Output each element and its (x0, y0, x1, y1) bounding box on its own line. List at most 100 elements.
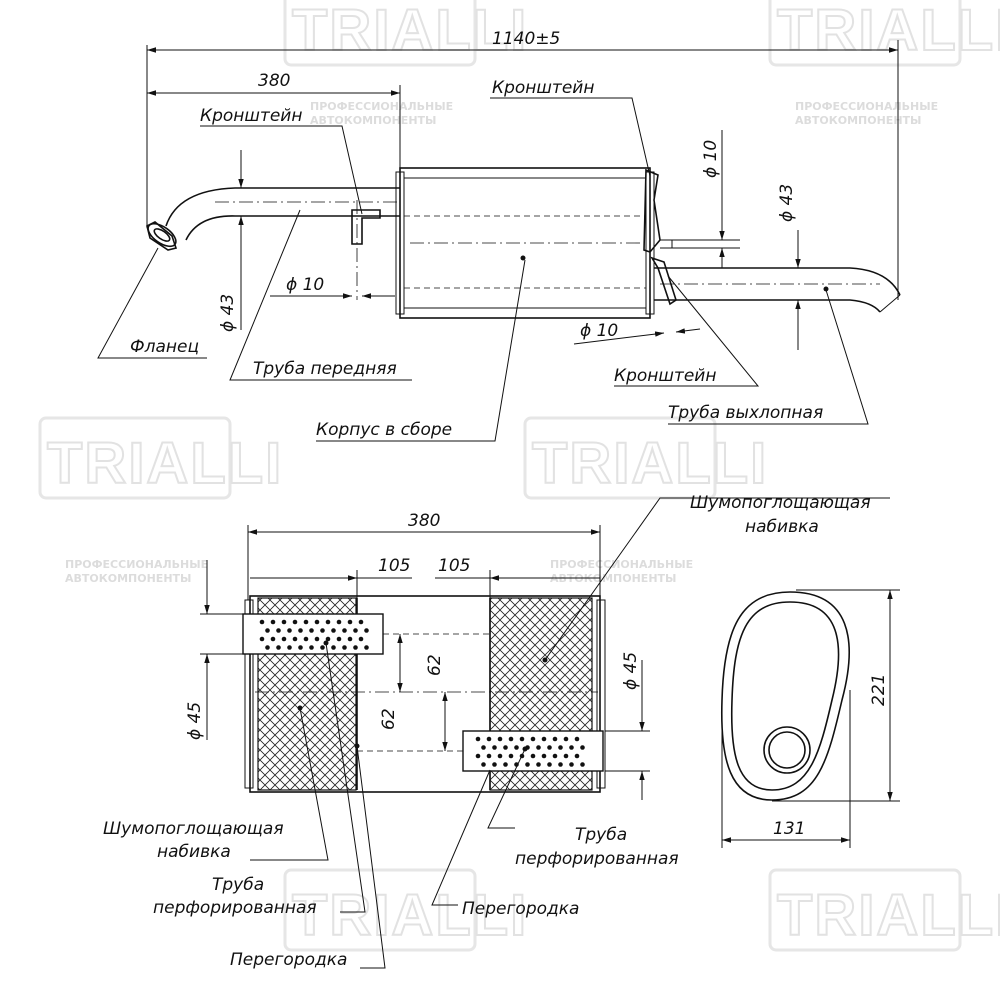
perforation-hole (563, 736, 569, 742)
watermark-logo: TRIALLI (523, 416, 768, 500)
perforation-hole (309, 628, 314, 633)
top-view: 1140±5 380 (97, 29, 901, 442)
front-pipe-diameter-dim: ϕ 43 (218, 294, 238, 332)
section-length-dim: 380 (408, 511, 440, 531)
outlet-pipe-diameter-dim: ϕ 45 (621, 652, 641, 690)
label-packing-top-right-1: Шумопоглощающая (690, 493, 871, 513)
perforation-hole (292, 619, 298, 625)
label-baffle-left: Перегородка (230, 950, 347, 970)
perforation-hole (259, 619, 265, 625)
label-perforated-left-2: перфорированная (153, 898, 317, 918)
perforation-hole (569, 745, 574, 750)
label-body-assembly: Корпус в сборе (316, 420, 452, 440)
perforation-hole (530, 736, 536, 742)
perforation-hole (281, 636, 287, 642)
svg-text:TRIALLI: TRIALLI (532, 431, 768, 496)
inlet-pipe-diameter-dim: ϕ 45 (185, 702, 205, 740)
perforation-hole (325, 619, 331, 625)
watermark-tagline: ПРОФЕССИОНАЛЬНЫЕ АВТОКОМПОНЕНТЫ ПРОФЕССИ… (65, 100, 938, 585)
svg-text:TRIALLI: TRIALLI (292, 883, 528, 948)
watermark-logo: TRIALLI (283, 868, 528, 952)
rear-bracket-bottom (650, 256, 677, 306)
perforation-hole (320, 628, 325, 633)
label-bracket-rear-bottom: Кронштейн (614, 366, 716, 386)
perforation-hole (552, 736, 558, 742)
perforation-hole (536, 762, 541, 767)
label-perforated-right-2: перфорированная (515, 849, 679, 869)
perforation-hole (486, 736, 492, 742)
perforation-hole (497, 736, 503, 742)
rear-bracket-top-diameter-dim: ϕ 10 (701, 140, 721, 178)
perforation-hole (353, 628, 358, 633)
perforation-hole (558, 762, 563, 767)
perforation-hole (353, 645, 358, 650)
perforation-hole (547, 745, 552, 750)
perforation-hole (287, 645, 292, 650)
label-flange: Фланец (130, 337, 199, 357)
watermark-logo: TRIALLI (283, 0, 527, 67)
perforation-hole (336, 619, 342, 625)
perforation-hole (292, 636, 298, 642)
perforation-hole (298, 628, 303, 633)
perforation-hole (270, 636, 276, 642)
end-height-dim: 221 (869, 674, 889, 706)
perforation-hole (503, 762, 508, 767)
label-front-pipe: Труба передняя (253, 359, 397, 379)
perforated-pipe-right (462, 730, 604, 772)
watermark-logo: TRIALLI (38, 416, 283, 500)
perforation-hole (276, 628, 281, 633)
end-view: 221 131 (720, 589, 900, 848)
perforation-hole (265, 628, 270, 633)
perforation-hole (358, 636, 364, 642)
svg-text:ПРОФЕССИОНАЛЬНЫЕ: ПРОФЕССИОНАЛЬНЫЕ (550, 558, 693, 571)
perforation-hole (331, 645, 336, 650)
svg-text:ПРОФЕССИОНАЛЬНЫЕ: ПРОФЕССИОНАЛЬНЫЕ (795, 100, 938, 113)
lower-offset-dim: 62 (379, 708, 399, 730)
svg-text:TRIALLI: TRIALLI (777, 883, 1000, 948)
perforation-hole (558, 745, 563, 750)
front-bracket-diameter-dim: ϕ 10 (286, 275, 324, 295)
section-view: 380 105 105 (103, 493, 890, 970)
perforation-hole (364, 628, 369, 633)
perforation-hole (580, 762, 585, 767)
outlet-offset-dim: 105 (438, 556, 470, 576)
perforation-hole (320, 645, 325, 650)
svg-text:АВТОКОМПОНЕНТЫ: АВТОКОМПОНЕНТЫ (310, 114, 436, 127)
end-width-dim: 131 (773, 819, 805, 839)
muffler-body (395, 167, 655, 319)
watermark-logo: TRIALLI (768, 0, 1000, 67)
overall-length-dim: 1140±5 (492, 29, 560, 49)
perforation-hole (342, 628, 347, 633)
label-baffle-right: Перегородка (462, 899, 579, 919)
perforation-hole (475, 753, 481, 759)
label-perforated-right-1: Труба (575, 825, 627, 845)
perforation-hole (569, 762, 574, 767)
perforation-hole (519, 736, 525, 742)
perforation-hole (270, 619, 276, 625)
perforation-hole (364, 645, 369, 650)
front-bracket (351, 200, 381, 300)
perforation-hole (530, 753, 536, 759)
exhaust-pipe (654, 267, 901, 313)
perforation-hole (525, 762, 530, 767)
perforation-hole (336, 636, 342, 642)
perforation-hole (276, 645, 281, 650)
perforation-hole (514, 745, 519, 750)
svg-text:TRIALLI: TRIALLI (777, 0, 1000, 63)
perforation-hole (574, 736, 580, 742)
label-packing-left-2: набивка (157, 842, 231, 862)
svg-text:ПРОФЕССИОНАЛЬНЫЕ: ПРОФЕССИОНАЛЬНЫЕ (65, 558, 208, 571)
perforation-hole (347, 619, 353, 625)
svg-text:TRIALLI: TRIALLI (47, 431, 283, 496)
perforation-hole (303, 619, 309, 625)
watermark-logo: TRIALLI (768, 868, 1000, 952)
perforation-hole (309, 645, 314, 650)
svg-text:АВТОКОМПОНЕНТЫ: АВТОКОМПОНЕНТЫ (550, 572, 676, 585)
exhaust-pipe-diameter-dim: ϕ 43 (777, 184, 797, 222)
perforation-hole (331, 628, 336, 633)
perforation-hole (325, 636, 331, 642)
perforation-hole (486, 753, 492, 759)
inlet-offset-dim: 105 (378, 556, 410, 576)
perforation-hole (314, 619, 320, 625)
